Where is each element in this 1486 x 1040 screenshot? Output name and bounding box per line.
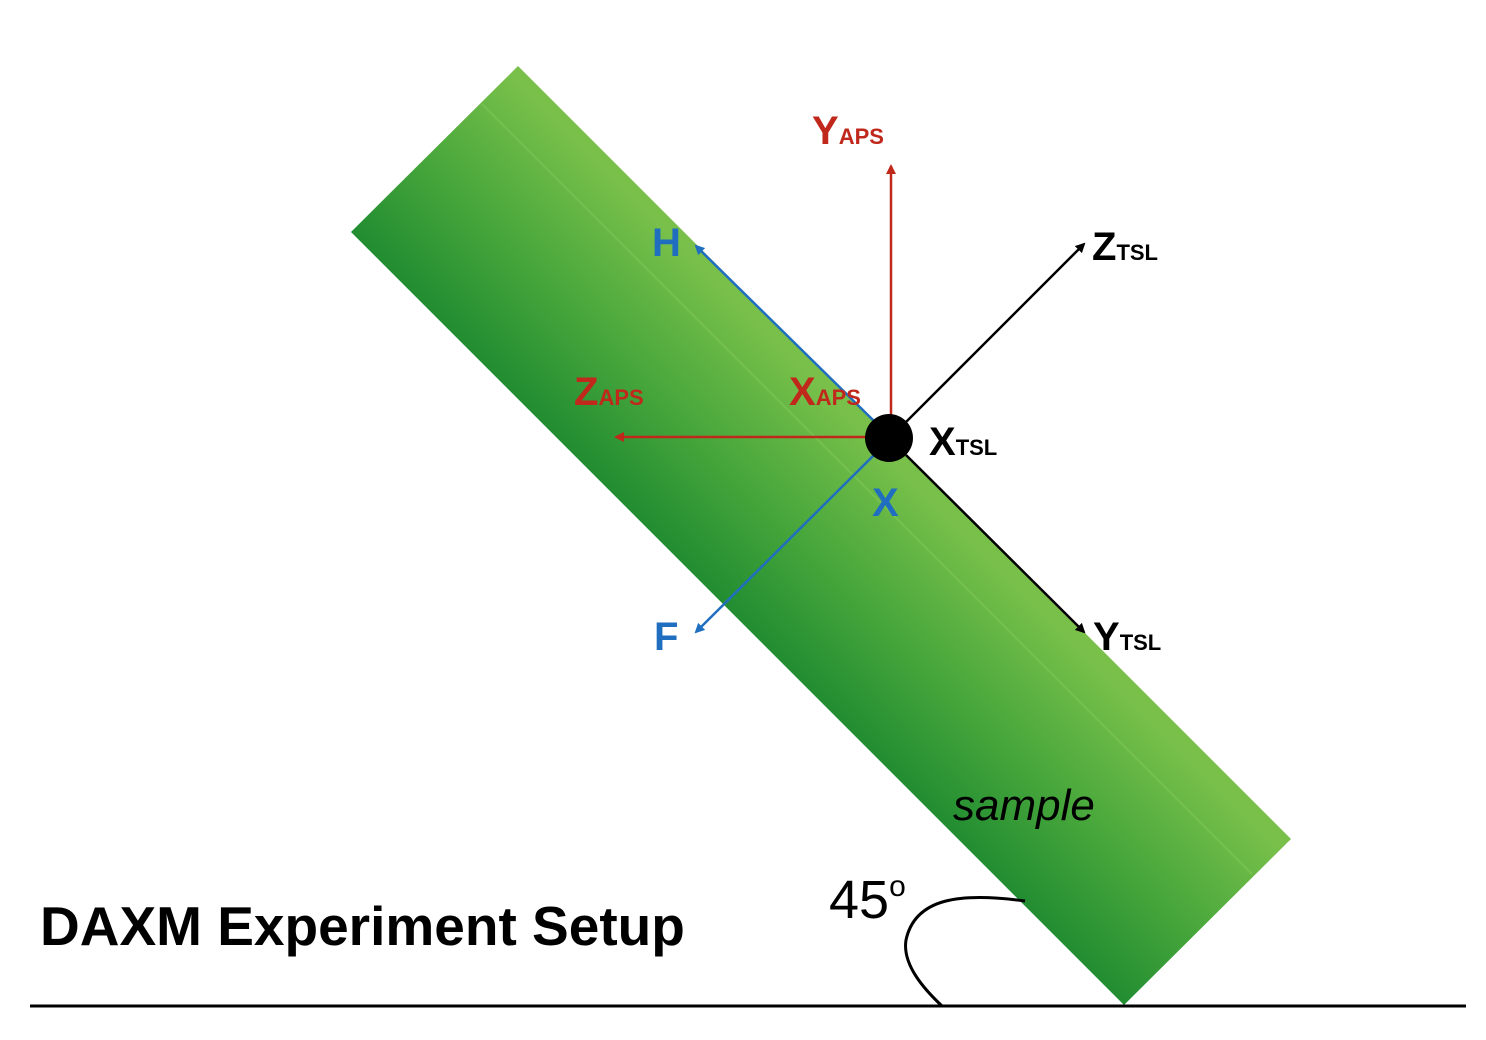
x-tsl-label: XTSL — [929, 420, 997, 464]
f-label: F — [654, 615, 678, 659]
angle-arc — [904, 895, 1026, 1008]
f-arrow — [694, 454, 875, 634]
h-label: H — [652, 221, 681, 265]
x-beam-label: X — [872, 481, 899, 525]
sample-slab — [351, 66, 1291, 1005]
y-tsl-arrow — [905, 454, 1086, 634]
y-tsl-label: YTSL — [1093, 615, 1161, 659]
sample-highlight-line — [481, 103, 1253, 875]
h-arrow — [694, 244, 875, 422]
diagram-title: DAXM Experiment Setup — [40, 895, 685, 957]
angle-label: 45o — [829, 870, 906, 930]
z-tsl-label: ZTSL — [1092, 225, 1158, 269]
z-aps-label: ZAPS — [574, 370, 644, 414]
z-tsl-arrow — [905, 242, 1086, 423]
y-aps-label: YAPS — [812, 109, 884, 153]
x-aps-label: XAPS — [789, 370, 861, 414]
sample-label: sample — [953, 781, 1095, 830]
origin-point — [865, 414, 913, 462]
